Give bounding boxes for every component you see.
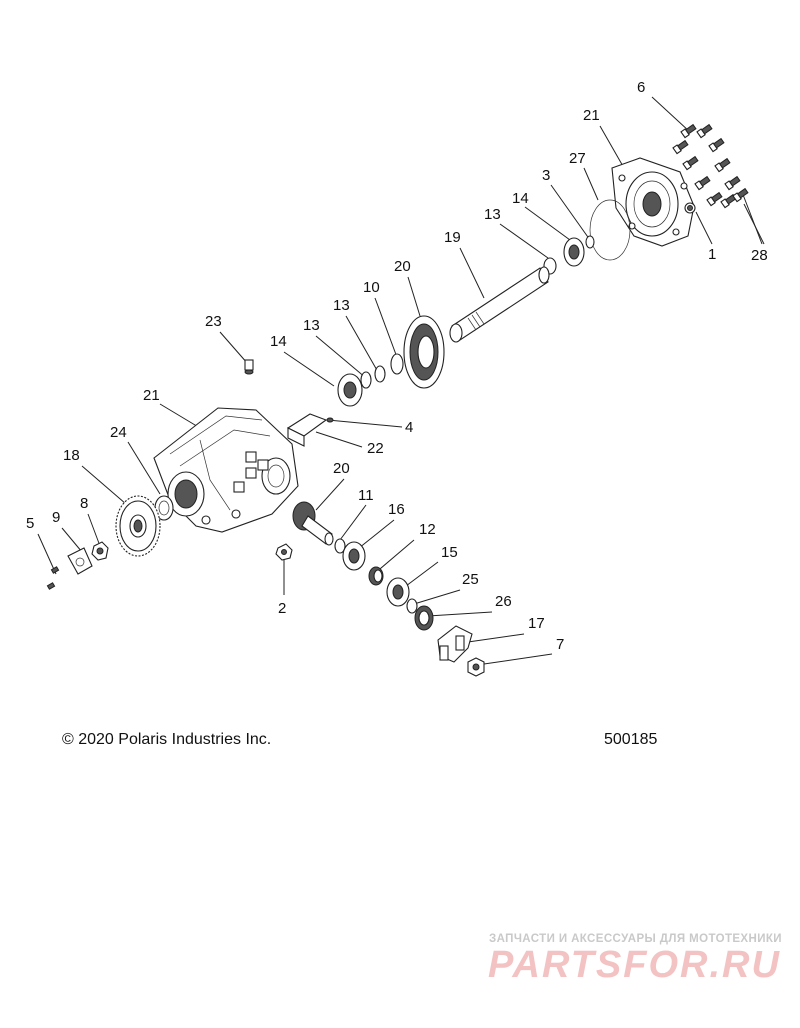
spacer-part: [368, 566, 384, 586]
callout-5: 5: [26, 515, 34, 532]
callout-23: 23: [205, 313, 222, 330]
gear-part: [115, 495, 161, 557]
ring-part: [374, 365, 386, 383]
ring-part: [390, 353, 404, 375]
callout-7: 7: [556, 636, 564, 653]
callout-24: 24: [110, 424, 127, 441]
bearing-part: [342, 541, 366, 571]
bearing-part: [563, 237, 585, 267]
callout-4: 4: [405, 419, 413, 436]
bearing-part: [386, 577, 410, 607]
ring-gear-part: [403, 315, 445, 389]
drain-plug-part: [275, 543, 293, 561]
callout-11: 11: [358, 487, 374, 504]
ring-part: [406, 598, 418, 614]
callout-21: 21: [143, 387, 160, 404]
vent-fitting-part: [244, 359, 254, 375]
callout-17: 17: [528, 615, 545, 632]
plug-part: [684, 202, 696, 214]
lock-plate-part: [67, 547, 93, 575]
ring-part: [360, 371, 372, 389]
callout-12: 12: [419, 521, 436, 538]
screw-part: [46, 566, 60, 590]
watermark-brand: PARTSFOR.RU: [488, 944, 781, 986]
copyright-text: © 2020 Polaris Industries Inc.: [62, 731, 272, 748]
callout-28: 28: [751, 247, 768, 264]
callout-13: 13: [303, 317, 320, 334]
nut-part: [91, 541, 109, 561]
callout-2: 2: [278, 600, 286, 617]
callout-13: 13: [484, 206, 501, 223]
callout-27: 27: [569, 150, 586, 167]
main-housing-part: [153, 407, 299, 533]
callout-14: 14: [270, 333, 287, 350]
callout-labels: 6 21 27 3 14 13 19 1 28 20 10 13 13 14 2…: [26, 79, 768, 653]
callout-8: 8: [80, 495, 88, 512]
document-number: 500185: [604, 731, 658, 748]
callout-1: 1: [708, 246, 716, 263]
output-shaft-part: [449, 266, 550, 343]
bolt-set-part: [672, 123, 749, 209]
nut-part: [467, 657, 485, 677]
yoke-part: [437, 625, 473, 663]
bracket-part: [286, 413, 328, 447]
callout-26: 26: [495, 593, 512, 610]
callout-19: 19: [444, 229, 461, 246]
rear-cover-part: [611, 157, 695, 247]
callout-10: 10: [363, 279, 380, 296]
callout-16: 16: [388, 501, 405, 518]
callout-15: 15: [441, 544, 458, 561]
callout-20: 20: [333, 460, 350, 477]
seal-part: [414, 605, 434, 631]
callout-22: 22: [367, 440, 384, 457]
bearing-part: [337, 373, 363, 407]
clip-part: [326, 417, 334, 423]
callout-9: 9: [52, 509, 60, 526]
leader-lines: [37, 96, 765, 665]
ring-part: [334, 538, 346, 554]
callout-13: 13: [333, 297, 350, 314]
callout-18: 18: [63, 447, 80, 464]
callout-21: 21: [583, 107, 600, 124]
ring-part: [585, 235, 595, 249]
callout-3: 3: [542, 167, 550, 184]
watermark-tagline: ЗАПЧАСТИ И АКСЕССУАРЫ ДЛЯ МОТОТЕХНИКИ: [489, 933, 782, 945]
pinion-gear-part: [292, 501, 334, 546]
callout-25: 25: [462, 571, 479, 588]
callout-6: 6: [637, 79, 645, 96]
o-ring-part: [589, 199, 631, 261]
callout-14: 14: [512, 190, 529, 207]
callout-20: 20: [394, 258, 411, 275]
